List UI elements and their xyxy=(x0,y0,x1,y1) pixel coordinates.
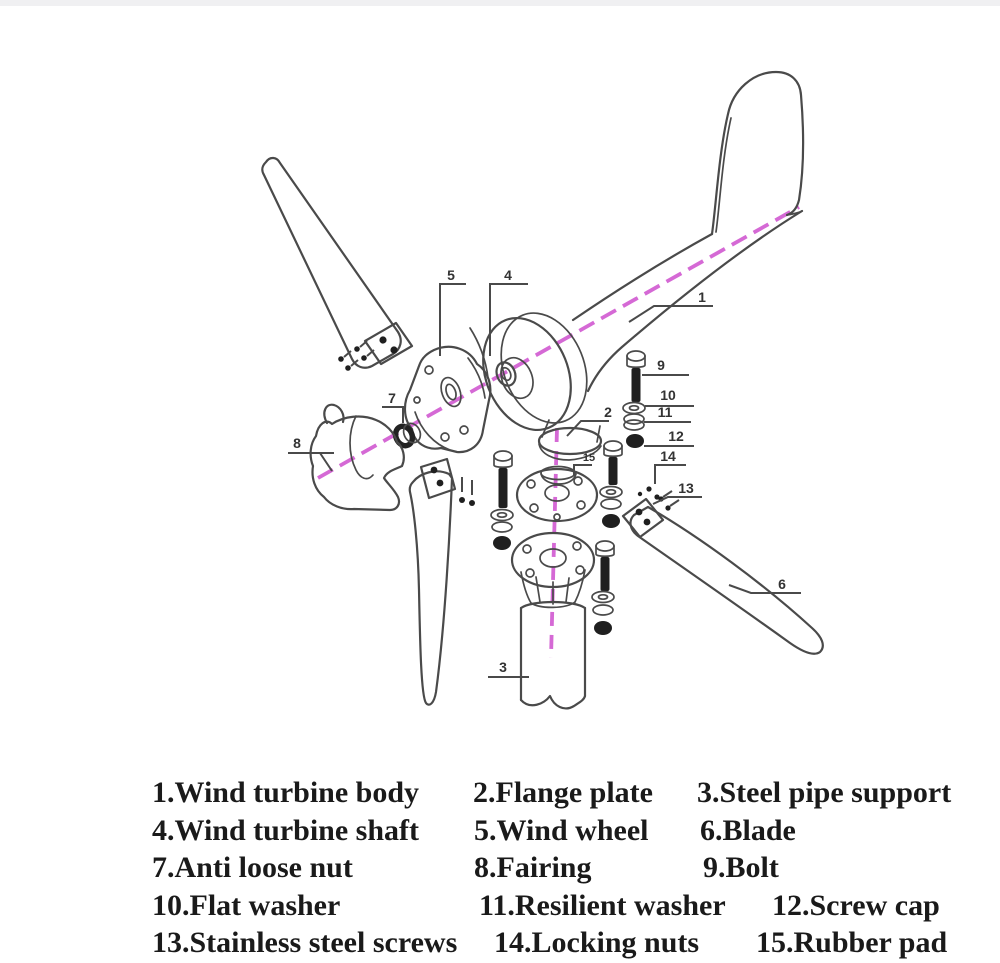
exploded-diagram: 1 2 3 4 5 6 7 8 9 10 11 12 13 1 xyxy=(261,70,824,710)
wind-wheel-drawing xyxy=(403,345,492,454)
callout-11: 11 xyxy=(658,404,673,420)
screws-center xyxy=(459,477,475,506)
axis-lines xyxy=(317,205,800,659)
flange-plate-drawing xyxy=(515,467,599,523)
callout-1: 1 xyxy=(698,289,706,305)
callout-12: 12 xyxy=(668,428,684,444)
blade-upper-left-drawing xyxy=(261,156,414,371)
legend-item-7: 7.Anti loose nut xyxy=(152,851,353,884)
legend-item-5: 5.Wind wheel xyxy=(474,814,649,847)
anti-loose-nut-drawing xyxy=(392,422,422,449)
callout-13: 13 xyxy=(678,480,694,496)
legend-item-4: 4.Wind turbine shaft xyxy=(152,814,420,847)
blade-bottom-drawing xyxy=(408,457,475,706)
wind-turbine-shaft-drawing xyxy=(495,356,534,400)
legend-item-10: 10.Flat washer xyxy=(152,889,341,922)
stainless-screws-right xyxy=(637,486,680,511)
callout-7: 7 xyxy=(388,390,396,406)
callout-5: 5 xyxy=(447,267,455,283)
steel-pipe-support-drawing xyxy=(510,531,596,710)
legend-item-13: 13.Stainless steel screws xyxy=(152,926,458,959)
blade-right-drawing xyxy=(621,486,824,655)
callout-14: 14 xyxy=(660,448,676,464)
legend-item-1: 1.Wind turbine body xyxy=(152,776,420,809)
callout-3: 3 xyxy=(499,659,507,675)
wind-turbine-body-drawing xyxy=(469,70,805,432)
legend-item-6: 6.Blade xyxy=(700,814,796,847)
legend-item-14: 14.Locking nuts xyxy=(494,926,700,959)
callout-4: 4 xyxy=(504,267,512,283)
callout-10: 10 xyxy=(660,387,676,403)
bolt-washer-stack-right1 xyxy=(599,440,623,528)
callouts: 1 2 3 4 5 6 7 8 9 10 11 12 13 1 xyxy=(288,267,801,678)
callout-6: 6 xyxy=(778,576,786,592)
callout-9: 9 xyxy=(657,357,665,373)
legend-item-8: 8.Fairing xyxy=(474,851,592,884)
legend-item-12: 12.Screw cap xyxy=(772,889,940,922)
callout-15: 15 xyxy=(583,452,595,464)
bolt-washer-stack-9 xyxy=(622,350,646,448)
stainless-screws-left xyxy=(338,340,375,371)
legend-item-9: 9.Bolt xyxy=(703,851,779,884)
legend-item-3: 3.Steel pipe support xyxy=(697,776,952,809)
fairing-drawing xyxy=(309,403,405,512)
bolt-washer-stack-right2 xyxy=(591,540,615,635)
callout-8: 8 xyxy=(293,435,301,451)
bolt-washer-stack-left xyxy=(490,450,514,550)
top-strip xyxy=(0,0,1000,6)
callout-2: 2 xyxy=(604,404,612,420)
mount-and-flange-drawing xyxy=(510,419,603,710)
legend-item-15: 15.Rubber pad xyxy=(756,926,948,959)
legend-item-11: 11.Resilient washer xyxy=(479,889,726,922)
legend-item-2: 2.Flange plate xyxy=(473,776,653,809)
